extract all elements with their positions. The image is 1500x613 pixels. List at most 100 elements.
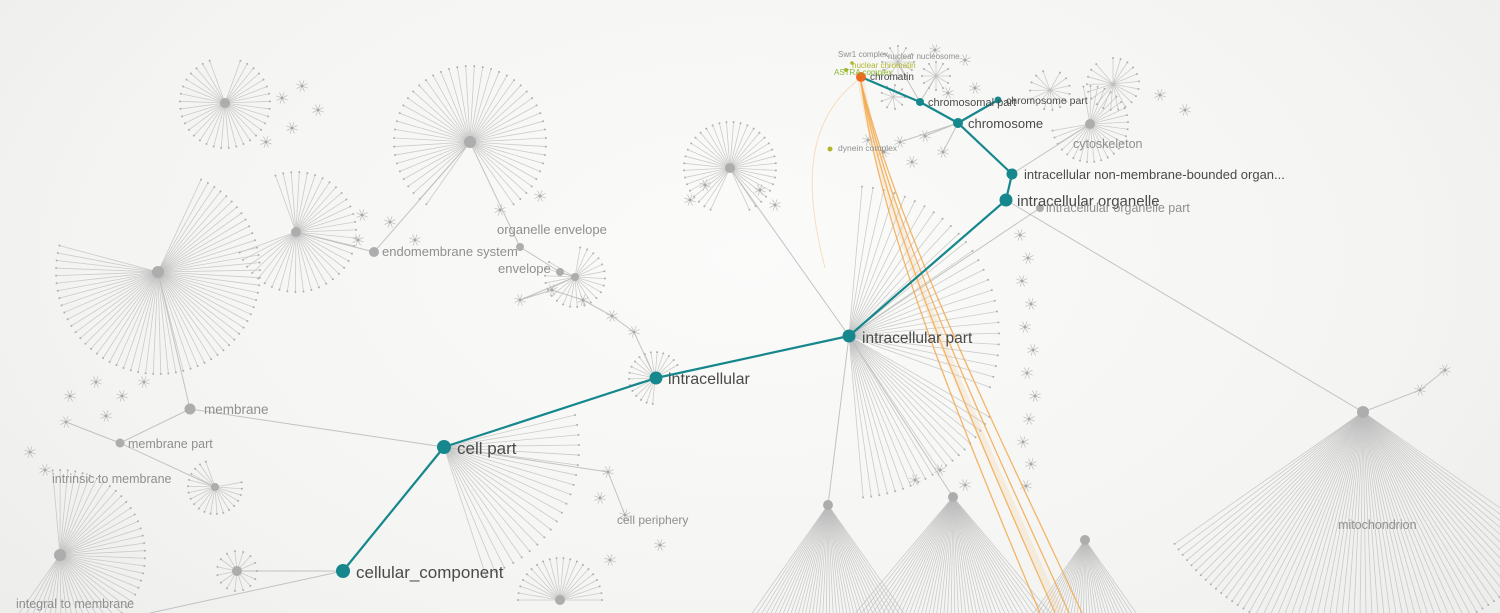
leaf-node-star bbox=[1021, 367, 1033, 379]
graph-edge bbox=[519, 246, 561, 273]
leaf-node-star bbox=[1439, 364, 1451, 376]
hub-node[interactable] bbox=[1080, 535, 1090, 545]
leaf-node-star bbox=[514, 294, 526, 306]
leaf-node-star bbox=[684, 194, 696, 206]
term-label: intracellular organelle part bbox=[1046, 201, 1190, 215]
hub-node[interactable] bbox=[556, 268, 564, 276]
cluster-fan bbox=[848, 335, 991, 499]
node-cell_part[interactable] bbox=[437, 440, 451, 454]
leaf-node-star bbox=[1017, 436, 1029, 448]
leaf-node-star bbox=[24, 446, 36, 458]
hub-node[interactable] bbox=[369, 247, 379, 257]
node-intracellular_organelle[interactable] bbox=[999, 193, 1013, 207]
leaf-node-star bbox=[942, 87, 954, 99]
graph-edge bbox=[65, 421, 121, 444]
hub-node[interactable] bbox=[211, 483, 219, 491]
tiny-term-label: Swr1 complex bbox=[838, 50, 888, 59]
hub-node[interactable] bbox=[823, 500, 833, 510]
node-chromosome_part[interactable] bbox=[994, 96, 1002, 104]
hub-node[interactable] bbox=[232, 566, 242, 576]
tiny-term-label: dynein complex bbox=[838, 143, 898, 153]
term-label: cytoskeleton bbox=[1073, 137, 1143, 151]
cluster-fan bbox=[881, 45, 915, 79]
hub-node[interactable] bbox=[948, 492, 958, 502]
cluster-fan bbox=[55, 178, 261, 375]
leaf-node-star bbox=[296, 80, 308, 92]
highlight-edge-faint bbox=[811, 79, 859, 269]
hub-node[interactable] bbox=[725, 163, 735, 173]
neighbor-dot[interactable] bbox=[827, 146, 833, 152]
path-edge bbox=[957, 99, 999, 124]
term-label: mitochondrion bbox=[1338, 518, 1417, 532]
neighbor-dot[interactable] bbox=[850, 61, 854, 65]
leaf-node-star bbox=[1025, 458, 1037, 470]
graph-edge bbox=[443, 446, 609, 473]
leaf-node-star bbox=[39, 464, 51, 476]
hub-node[interactable] bbox=[291, 227, 301, 237]
hub-node[interactable] bbox=[555, 595, 565, 605]
cluster-fan bbox=[238, 171, 357, 293]
leaf-node-star bbox=[1022, 252, 1034, 264]
leaf-node-star bbox=[60, 416, 72, 428]
leaf-node-star bbox=[1179, 104, 1191, 116]
node-label-chromatin: chromatin bbox=[870, 72, 914, 83]
leaf-node-star bbox=[276, 92, 288, 104]
leaf-node-star bbox=[1016, 275, 1028, 287]
highlight-edge bbox=[860, 81, 1056, 613]
leaf-node-star bbox=[894, 136, 906, 148]
term-label: endomembrane system bbox=[382, 244, 518, 259]
leaf-node-star bbox=[1154, 89, 1166, 101]
hub-node[interactable] bbox=[184, 403, 196, 415]
hub-node[interactable] bbox=[115, 438, 125, 448]
term-label: cell periphery bbox=[617, 513, 688, 527]
leaf-node-star bbox=[654, 539, 666, 551]
leaf-node-star bbox=[1414, 384, 1426, 396]
leaf-node-star bbox=[64, 390, 76, 402]
node-chromosome[interactable] bbox=[953, 118, 963, 128]
node-intracellular_nmb_organelle[interactable] bbox=[1006, 168, 1018, 180]
hub-node[interactable] bbox=[1357, 406, 1369, 418]
cluster-fan bbox=[751, 504, 905, 613]
cluster-fan bbox=[18, 469, 146, 613]
path-edge bbox=[957, 122, 1013, 175]
node-chromosomal_part[interactable] bbox=[916, 98, 924, 106]
hub-node[interactable] bbox=[152, 266, 164, 278]
leaf-node-star bbox=[969, 82, 981, 94]
neighbor-dot[interactable] bbox=[844, 68, 848, 72]
leaf-node-star bbox=[1023, 413, 1035, 425]
leaf-node-star bbox=[769, 199, 781, 211]
leaf-node-star bbox=[534, 190, 546, 202]
leaf-node-star bbox=[754, 184, 766, 196]
node-label-intracellular: intracellular bbox=[668, 371, 750, 388]
hub-node[interactable] bbox=[464, 136, 476, 148]
leaf-node-star bbox=[937, 146, 949, 158]
leaf-node-star bbox=[628, 326, 640, 338]
tiny-term-label: ASTRA complex bbox=[834, 68, 892, 77]
hub-node[interactable] bbox=[1085, 119, 1095, 129]
hub-node[interactable] bbox=[571, 273, 579, 281]
highlight-edge bbox=[860, 81, 1041, 613]
leaf-node-star bbox=[604, 554, 616, 566]
leaf-node-star bbox=[577, 294, 589, 306]
leaf-node-star bbox=[906, 156, 918, 168]
hub-node[interactable] bbox=[516, 243, 524, 251]
node-cellular_component[interactable] bbox=[336, 564, 350, 578]
graph-edge bbox=[519, 289, 553, 301]
node-label-chromosome_part: chromosome part bbox=[1006, 95, 1088, 107]
node-chromatin[interactable] bbox=[856, 72, 866, 82]
node-label-intracellular_part: intracellular part bbox=[862, 330, 973, 347]
hub-node[interactable] bbox=[1036, 204, 1044, 212]
cluster-fan bbox=[544, 246, 606, 308]
node-intracellular[interactable] bbox=[649, 371, 663, 385]
leaf-node-star bbox=[90, 376, 102, 388]
graph-edge bbox=[295, 231, 375, 253]
graph-edge bbox=[848, 207, 1041, 337]
hub-node[interactable] bbox=[220, 98, 230, 108]
path-edge bbox=[655, 334, 850, 380]
node-intracellular_part[interactable] bbox=[842, 329, 856, 343]
graph-edge bbox=[582, 299, 613, 317]
graph-edge bbox=[1005, 199, 1364, 413]
hub-node[interactable] bbox=[54, 549, 66, 561]
cluster-fan bbox=[1051, 85, 1129, 163]
